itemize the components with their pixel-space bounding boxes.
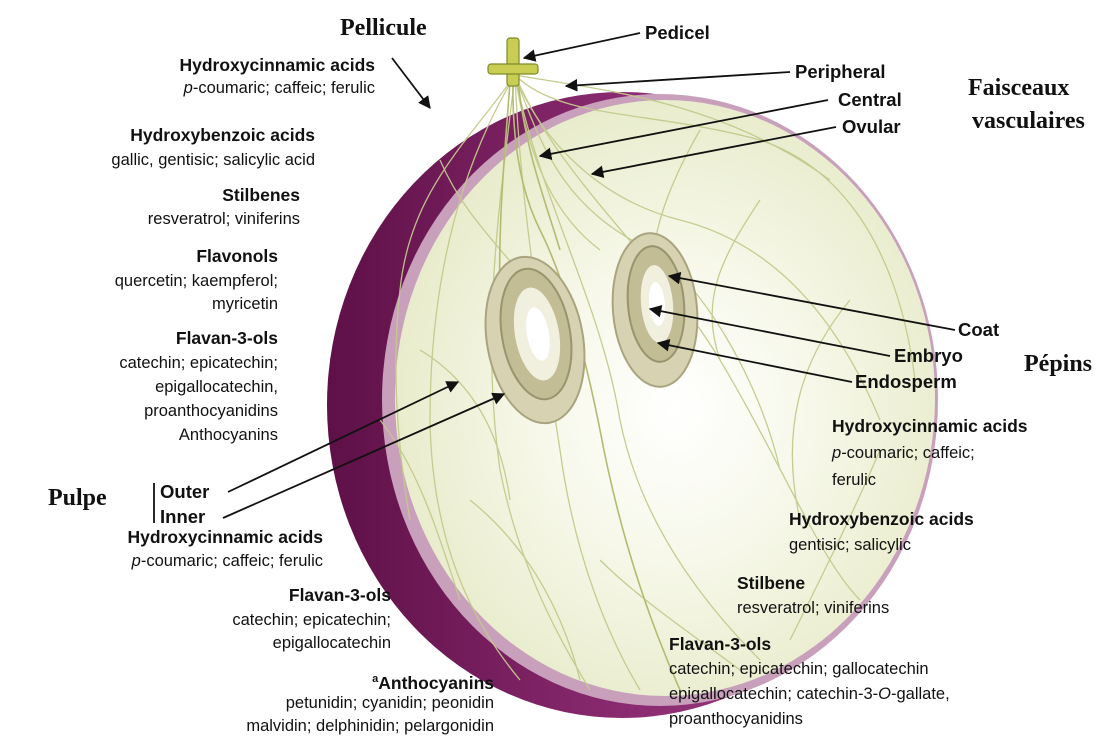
pulp-hca-title: Hydroxycinnamic acids bbox=[128, 527, 324, 547]
skin-flavonols-l2: myricetin bbox=[212, 294, 278, 314]
skin-hca-title: Hydroxycinnamic acids bbox=[180, 55, 376, 75]
label-central: Central bbox=[838, 89, 902, 111]
skin-flavonols-l1: quercetin; kaempferol; bbox=[115, 271, 278, 291]
skin-stilbenes-list: resveratrol; viniferins bbox=[148, 209, 300, 229]
label-peripheral: Peripheral bbox=[795, 61, 886, 83]
seed-flavan-l3: proanthocyanidins bbox=[669, 709, 803, 729]
skin-hca-list: p-coumaric; caffeic; ferulic bbox=[184, 78, 375, 98]
seed-flavan-l1: catechin; epicatechin; gallocatechin bbox=[669, 659, 929, 679]
skin-anthocyanins: Anthocyanins bbox=[179, 425, 278, 445]
seed-hba-title: Hydroxybenzoic acids bbox=[789, 509, 974, 529]
seed-hba-list: gentisic; salicylic bbox=[789, 535, 911, 555]
seed-flavan-title: Flavan-3-ols bbox=[669, 634, 771, 654]
skin-flavan-l2: epigallocatechin, bbox=[155, 377, 278, 397]
leader-pedicel bbox=[524, 33, 640, 58]
seed-hca-title: Hydroxycinnamic acids bbox=[832, 416, 1028, 436]
skin-flavan-title: Flavan-3-ols bbox=[176, 328, 278, 348]
leader-pellicule bbox=[392, 58, 430, 108]
label-endosperm: Endosperm bbox=[855, 371, 957, 393]
pulp-anthocyanins-l2: malvidin; delphinidin; pelargonidin bbox=[246, 716, 494, 736]
skin-stilbenes-title: Stilbenes bbox=[222, 185, 300, 205]
label-ovular: Ovular bbox=[842, 116, 901, 138]
label-coat: Coat bbox=[958, 319, 999, 341]
seed-hca-list-2: ferulic bbox=[832, 470, 876, 490]
skin-flavonols-title: Flavonols bbox=[196, 246, 278, 266]
label-pedicel: Pedicel bbox=[645, 22, 710, 44]
skin-flavan-l3: proanthocyanidins bbox=[144, 401, 278, 421]
pulp-anthocyanins-title: aAnthocyanins bbox=[372, 669, 494, 693]
label-pulpe: Pulpe bbox=[48, 484, 107, 512]
pedicel-shape bbox=[488, 38, 538, 86]
pulp-hca-list: p-coumaric; caffeic; ferulic bbox=[132, 551, 323, 571]
pulp-flavan-l1: catechin; epicatechin; bbox=[232, 610, 391, 630]
label-vasculaires: vasculaires bbox=[972, 107, 1085, 135]
skin-hba-title: Hydroxybenzoic acids bbox=[130, 125, 315, 145]
label-outer: Outer bbox=[160, 481, 209, 503]
seed-flavan-l2: epigallocatechin; catechin-3-O-gallate, bbox=[669, 684, 950, 704]
skin-flavan-l1: catechin; epicatechin; bbox=[119, 353, 278, 373]
label-faisceaux: Faisceaux bbox=[968, 74, 1069, 102]
seed-stilbene-title: Stilbene bbox=[737, 573, 805, 593]
pulp-flavan-title: Flavan-3-ols bbox=[289, 585, 391, 605]
label-embryo: Embryo bbox=[894, 345, 963, 367]
pulp-anthocyanins-l1: petunidin; cyanidin; peonidin bbox=[286, 693, 494, 713]
seed-hca-list: p-coumaric; caffeic; bbox=[832, 443, 975, 463]
label-inner: Inner bbox=[160, 506, 205, 528]
label-pellicule: Pellicule bbox=[340, 14, 427, 42]
leader-peripheral bbox=[566, 72, 790, 86]
pulp-flavan-l2: epigallocatechin bbox=[273, 633, 391, 653]
skin-hba-list: gallic, gentisic; salicylic acid bbox=[111, 150, 315, 170]
seed-stilbene-list: resveratrol; viniferins bbox=[737, 598, 889, 618]
label-pepins: Pépins bbox=[1024, 350, 1092, 378]
